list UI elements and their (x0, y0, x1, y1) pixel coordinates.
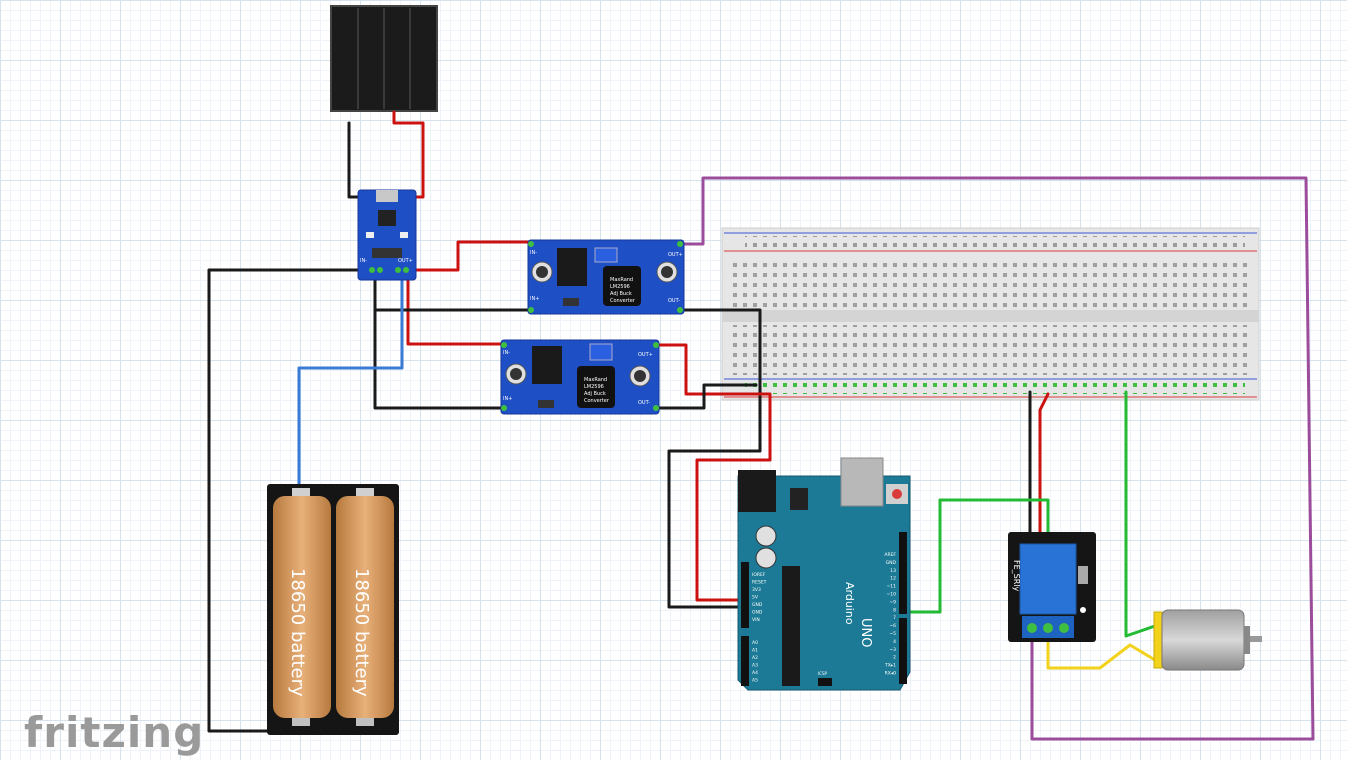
arduino-pin-label: ~5 (889, 631, 896, 637)
arduino-name: Arduino (843, 582, 856, 625)
buck2-text-3: Adj Buck (584, 391, 606, 397)
dc-motor[interactable] (1153, 609, 1262, 671)
dc-jack-icon (738, 470, 776, 512)
arduino-pin-label: GND (886, 560, 897, 566)
arduino-pin-label: 4 (893, 639, 896, 645)
buck-converter-2[interactable]: MaxRand LM2596 Adj Buck Converter IN- IN… (500, 339, 660, 415)
arduino-pin-label: AREF (884, 552, 896, 558)
relay-module[interactable]: FE_SRly (1008, 532, 1096, 642)
wire-buck2-out-neg (654, 383, 758, 410)
arduino-pin-label: GND (752, 602, 763, 608)
battery-cell-1: 18650 battery (273, 488, 331, 726)
wire-solar-negative (347, 121, 370, 199)
buck1-text-4: Converter (610, 298, 636, 304)
arduino-pin-label: 7 (893, 615, 896, 621)
arduino-pin-label: ~9 (889, 599, 896, 605)
arduino-pin-label: VIN (752, 617, 760, 623)
arduino-pin-label: RESET (752, 580, 767, 586)
atmega-chip (782, 566, 800, 686)
arduino-pin-label: A2 (752, 655, 758, 661)
buck2-out-neg-label: OUT- (638, 400, 650, 406)
fritzing-watermark: fritzing (24, 708, 205, 757)
arduino-pin-label: A1 (752, 648, 758, 654)
usb-port-icon (376, 190, 398, 202)
breadboard[interactable] (721, 227, 1260, 401)
buck1-text-1: MaxRand (610, 277, 633, 283)
wire-relay-signal (902, 498, 1050, 614)
battery-2-label: 18650 battery (351, 568, 372, 697)
wire-buck2-out-pos (654, 343, 772, 602)
buck1-text-2: LM2596 (610, 284, 630, 290)
arduino-pin-label: A0 (752, 640, 758, 646)
wire-buck1-out-neg (667, 308, 762, 609)
wire-battery-negative (207, 268, 372, 733)
buck2-text-4: Converter (584, 398, 610, 404)
arduino-pin-label: GND (752, 610, 763, 616)
arduino-digital-pins: AREF GND 13 12 ~11 ~10~9 8 7 ~6 ~5 4 ~3 2TX▸1RX◂0 (884, 552, 896, 677)
buck2-text-2: LM2596 (584, 384, 604, 390)
battery-pack[interactable]: 18650 battery 18650 battery (267, 484, 399, 735)
wire-solar-positive (392, 110, 425, 199)
buck-converter-1[interactable]: MaxRand LM2596 Adj Buck Converter IN- IN… (527, 239, 685, 315)
wire-purple-power (678, 176, 1315, 741)
charger-module[interactable]: IN- OUT+ (357, 189, 417, 281)
wire-motor-positive (1124, 390, 1157, 638)
buck1-out-pos-label: OUT+ (668, 252, 683, 258)
arduino-uno[interactable]: Arduino UNO ICSP IOREFRESET3V35VGNDGNDVI… (737, 457, 911, 691)
buck1-text-3: Adj Buck (610, 291, 632, 297)
usb-b-connector-icon (840, 457, 884, 507)
wire-charger-out-pos-buck1 (400, 240, 532, 272)
wire-motor-yellow (1046, 634, 1157, 670)
battery-cell-2: 18650 battery (336, 488, 394, 726)
arduino-pin-label: IOREF (752, 572, 766, 578)
arduino-pin-label: TX▸1 (884, 663, 896, 669)
arduino-pin-label: 3V3 (752, 587, 761, 593)
arduino-pin-label: A4 (752, 670, 758, 676)
arduino-pin-label: ~11 (887, 584, 897, 590)
solar-panel[interactable] (330, 5, 438, 112)
arduino-pin-label: 8 (893, 607, 896, 613)
wire-charger-out-pos-buck2 (406, 268, 505, 346)
arduino-model: UNO (858, 618, 873, 647)
wire-charger-out-neg-buck1 (373, 266, 505, 410)
arduino-pin-label: ~6 (889, 623, 896, 629)
reset-button-icon (892, 489, 902, 499)
arduino-pin-label: 13 (890, 568, 896, 574)
arduino-pin-label: 2 (893, 655, 896, 661)
relay-label: FE_SRly (1012, 560, 1021, 592)
charger-out-pos-label: OUT+ (398, 258, 413, 264)
arduino-pin-label: ~3 (889, 647, 896, 653)
arduino-pin-label: RX◂0 (885, 671, 896, 677)
icsp-label: ICSP (818, 671, 828, 676)
buck2-in-pos-label: IN+ (503, 396, 512, 402)
charger-in-label: IN- (360, 258, 367, 264)
battery-1-label: 18650 battery (287, 568, 308, 697)
buck2-in-neg-label: IN- (503, 350, 510, 356)
arduino-pin-label: A5 (752, 678, 758, 684)
wire-relay-vcc (1038, 392, 1050, 537)
buck1-in-pos-label: IN+ (530, 296, 539, 302)
arduino-pin-label: A3 (752, 663, 758, 669)
arduino-pin-label: ~10 (887, 592, 897, 598)
arduino-pin-label: 5V (752, 595, 759, 601)
wires (207, 110, 1315, 741)
buck1-out-neg-label: OUT- (668, 298, 680, 304)
buck2-out-pos-label: OUT+ (638, 352, 653, 358)
buck2-text-1: MaxRand (584, 377, 607, 383)
buck1-in-neg-label: IN- (530, 250, 537, 256)
arduino-pin-label: 12 (890, 576, 896, 582)
